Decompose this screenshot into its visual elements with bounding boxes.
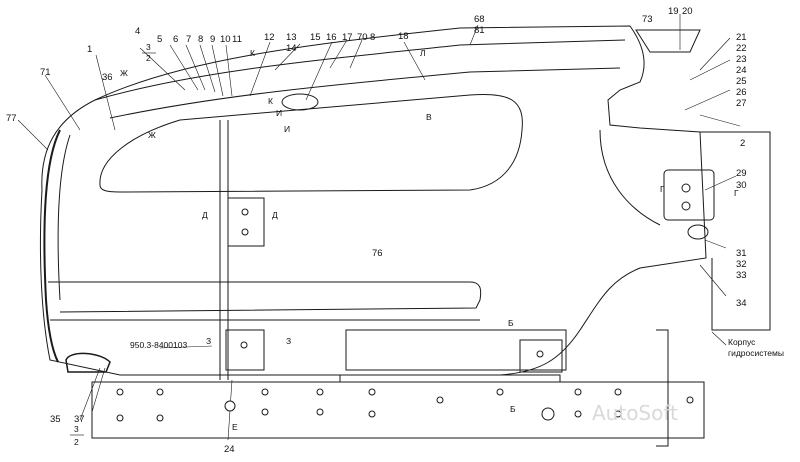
- svg-text:Л: Л: [420, 48, 426, 58]
- part-label: 33: [736, 270, 747, 281]
- svg-text:Е: Е: [232, 422, 238, 432]
- part-label: 17: [342, 32, 353, 43]
- svg-text:Г: Г: [660, 184, 665, 194]
- part-label: 22: [736, 43, 747, 54]
- svg-text:Б: Б: [508, 318, 514, 328]
- side-band: [48, 281, 482, 313]
- roof-line: [94, 39, 626, 101]
- part-label: 1: [87, 44, 92, 55]
- svg-text:И: И: [276, 108, 282, 118]
- part-label: 24: [224, 444, 235, 455]
- part-label: 5: [157, 34, 162, 45]
- frame-rail-step: [92, 374, 561, 383]
- svg-text:Ж: Ж: [148, 130, 156, 140]
- part-label: 8: [198, 34, 203, 45]
- part-label: 36: [102, 72, 113, 83]
- part-label: 23: [736, 54, 747, 65]
- part-label: 8: [370, 32, 375, 43]
- svg-text:Д: Д: [272, 210, 278, 220]
- mirror-mount: [687, 224, 709, 240]
- part-label: 30: [736, 180, 747, 191]
- housing-label: Корпус: [728, 337, 756, 347]
- fraction-den: 2: [74, 437, 79, 447]
- part-labels: 1 4 5 6 7 8 9 10 11 12 13 14 15 16 17 70…: [6, 6, 747, 455]
- part-label: 2: [740, 138, 745, 149]
- rear-cutout: [599, 129, 661, 226]
- fraction-den: 2: [146, 53, 151, 63]
- frame-bracket: [656, 329, 669, 447]
- hinge-lower: [225, 329, 265, 371]
- part-label: 35: [50, 414, 61, 425]
- lock-bracket: [663, 169, 715, 221]
- svg-text:З: З: [206, 336, 211, 346]
- top-hinge-73: [635, 29, 701, 53]
- latch-bracket: [519, 339, 563, 373]
- svg-text:К: К: [250, 48, 255, 58]
- side-window: [99, 93, 523, 193]
- grille-inner: [57, 134, 71, 301]
- svg-text:Д: Д: [202, 210, 208, 220]
- part-label: 14: [286, 43, 297, 54]
- part-label: 4: [135, 26, 140, 37]
- part-label: 32: [736, 259, 747, 270]
- part-label: 12: [264, 32, 275, 43]
- svg-text:Б: Б: [510, 404, 516, 414]
- leader-lines: [17, 14, 741, 441]
- part-code: 950.3-8400103: [130, 340, 187, 350]
- part-label: 18: [398, 31, 409, 42]
- svg-text:И: И: [284, 124, 290, 134]
- part-label: 10: [220, 34, 231, 45]
- part-label: 70: [357, 32, 368, 43]
- part-label: 6: [173, 34, 178, 45]
- part-label: 11: [232, 34, 242, 45]
- part-label: 7: [186, 34, 191, 45]
- part-label: 31: [736, 248, 747, 259]
- lower-panel: [345, 329, 567, 371]
- part-label: 29: [736, 168, 747, 179]
- frame-rail: [91, 381, 705, 439]
- roof-line2: [109, 67, 621, 119]
- housing-label: гидросистемы: [728, 348, 784, 358]
- headlamp-37: [65, 352, 111, 373]
- part-label: 27: [736, 98, 747, 109]
- part-label: 24: [736, 65, 747, 76]
- part-label: 76: [372, 248, 383, 259]
- fraction-num: 3: [74, 424, 79, 434]
- part-label: 13: [286, 32, 297, 43]
- part-label: 15: [310, 32, 321, 43]
- part-label: 68: [474, 14, 485, 25]
- svg-text:З: З: [286, 336, 291, 346]
- svg-text:В: В: [426, 112, 432, 122]
- right-frame: [700, 131, 771, 331]
- part-label: 77: [6, 113, 17, 124]
- part-label: 21: [736, 32, 747, 43]
- watermark: AutoSoft: [592, 401, 678, 425]
- part-label: 71: [40, 67, 51, 78]
- part-label: 19: [668, 6, 679, 17]
- part-label: 25: [736, 76, 747, 87]
- view-letters: Ж Ж К К И И Л Д Д Г Г Б Б В З З Е: [120, 48, 739, 432]
- part-label: 26: [736, 87, 747, 98]
- part-label: 81: [474, 25, 485, 36]
- fraction-num: 3: [146, 42, 151, 52]
- rail-holes: [116, 183, 694, 422]
- part-label: 37: [74, 414, 85, 425]
- part-label: 20: [682, 6, 693, 17]
- svg-text:Ж: Ж: [120, 68, 128, 78]
- grille-curve: [43, 129, 61, 363]
- svg-text:К: К: [268, 96, 273, 106]
- part-label: 73: [642, 14, 653, 25]
- hood-outline: [39, 25, 707, 376]
- handle-recess: [281, 93, 319, 111]
- vertical-beam: [219, 120, 229, 380]
- fraction-labels: 3 2 3 2: [70, 42, 156, 447]
- part-label: 16: [326, 32, 337, 43]
- hinge-upper: [227, 197, 265, 247]
- svg-text:Г: Г: [734, 188, 739, 198]
- part-label: 9: [210, 34, 215, 45]
- part-label: 34: [736, 298, 747, 309]
